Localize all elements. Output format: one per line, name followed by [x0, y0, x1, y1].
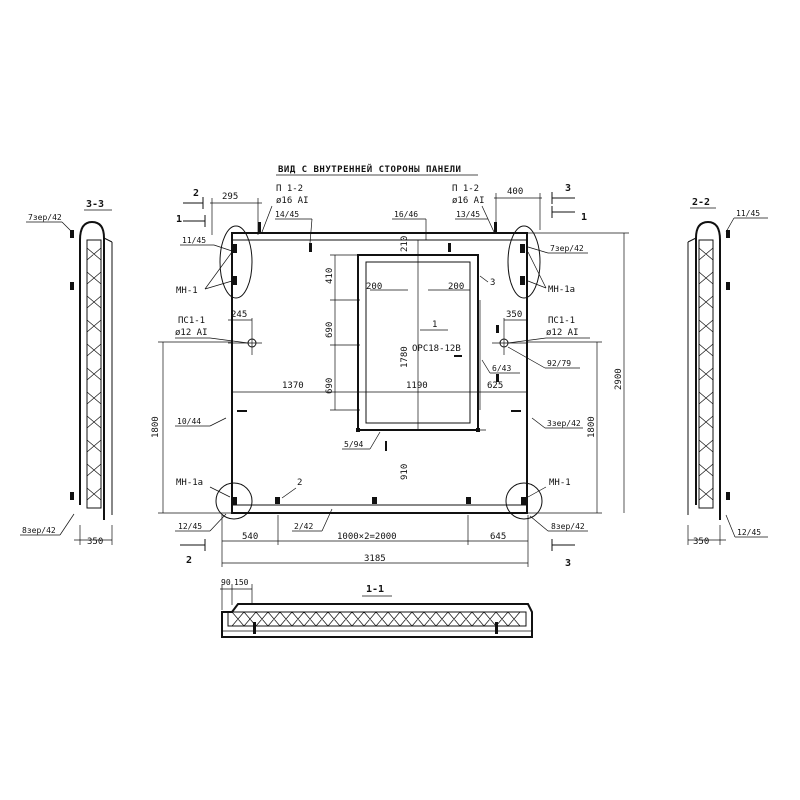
- svg-text:90: 90: [221, 578, 231, 587]
- svg-text:МН-1: МН-1: [176, 286, 198, 296]
- cut-marker-2-bottom: 2: [180, 539, 206, 566]
- svg-text:210: 210: [400, 236, 410, 252]
- svg-text:2-2: 2-2: [692, 197, 710, 208]
- svg-text:690: 690: [325, 378, 335, 394]
- svg-text:92/79: 92/79: [547, 359, 571, 368]
- svg-text:ПС1-1: ПС1-1: [178, 316, 205, 326]
- svg-text:12/45: 12/45: [737, 528, 761, 537]
- svg-text:11/45: 11/45: [736, 209, 760, 218]
- svg-text:П 1-2: П 1-2: [276, 184, 303, 194]
- svg-text:200: 200: [448, 282, 464, 292]
- svg-text:1370: 1370: [282, 381, 304, 391]
- svg-text:350: 350: [693, 537, 709, 547]
- svg-text:14/45: 14/45: [275, 210, 299, 219]
- cut-marker-1-right: 1: [551, 206, 587, 223]
- svg-text:295: 295: [222, 192, 238, 202]
- svg-text:10/44: 10/44: [177, 417, 201, 426]
- svg-text:1: 1: [432, 320, 437, 330]
- section-1-1: 1-1 90 150: [220, 578, 533, 638]
- svg-text:3185: 3185: [364, 554, 386, 564]
- svg-text:11/45: 11/45: [182, 236, 206, 245]
- svg-text:ø12 AI: ø12 AI: [175, 328, 208, 338]
- svg-text:2: 2: [297, 478, 302, 488]
- svg-text:2900: 2900: [614, 368, 624, 390]
- svg-text:690: 690: [325, 322, 335, 338]
- svg-text:8зер/42: 8зер/42: [551, 522, 585, 531]
- drawing-title: ВИД С ВНУТРЕННЕЙ СТОРОНЫ ПАНЕЛИ: [278, 163, 461, 175]
- svg-text:8зер/42: 8зер/42: [22, 526, 56, 535]
- svg-text:1: 1: [581, 212, 587, 223]
- svg-text:ø16 AI: ø16 AI: [452, 196, 485, 206]
- corner-circle-bottom-right: [505, 482, 543, 520]
- svg-text:1-1: 1-1: [366, 584, 384, 595]
- svg-text:П 1-2: П 1-2: [452, 184, 479, 194]
- svg-text:ПС1-1: ПС1-1: [548, 316, 575, 326]
- svg-text:1190: 1190: [406, 381, 428, 391]
- svg-text:1000×2=2000: 1000×2=2000: [337, 532, 397, 542]
- svg-text:350: 350: [506, 310, 522, 320]
- cut-marker-3-bottom: 3: [551, 539, 575, 569]
- svg-text:910: 910: [400, 464, 410, 480]
- svg-text:ø12 AI: ø12 AI: [546, 328, 579, 338]
- svg-text:12/45: 12/45: [178, 522, 202, 531]
- svg-text:МН-1а: МН-1а: [176, 478, 203, 488]
- cut-marker-1-left: 1: [176, 214, 206, 227]
- corner-loop-top-right: [507, 225, 541, 299]
- cut-marker-3-top: 3: [551, 183, 575, 204]
- svg-text:3-3: 3-3: [86, 199, 104, 210]
- svg-text:2: 2: [186, 555, 192, 566]
- svg-text:2: 2: [193, 188, 199, 199]
- svg-text:5/94: 5/94: [344, 440, 363, 449]
- svg-text:1800: 1800: [587, 416, 597, 438]
- section-2-2: 2-2 11/45 12/45 350: [687, 197, 768, 547]
- svg-text:ø16 AI: ø16 AI: [276, 196, 309, 206]
- svg-text:7зер/42: 7зер/42: [550, 244, 584, 253]
- svg-text:400: 400: [507, 187, 523, 197]
- section-3-3: 3-3 7зер/42 8зер/42 350: [20, 199, 113, 547]
- svg-text:МН-1а: МН-1а: [548, 285, 575, 295]
- svg-text:2/42: 2/42: [294, 522, 313, 531]
- svg-text:410: 410: [325, 268, 335, 284]
- svg-text:1: 1: [176, 214, 182, 225]
- svg-text:ОРС18-12В: ОРС18-12В: [412, 344, 461, 354]
- svg-text:200: 200: [366, 282, 382, 292]
- svg-text:13/45: 13/45: [456, 210, 480, 219]
- svg-text:3: 3: [565, 183, 571, 194]
- svg-text:540: 540: [242, 532, 258, 542]
- embedded-plates: [231, 222, 527, 505]
- panel-outline: [231, 232, 528, 514]
- svg-text:МН-1: МН-1: [549, 478, 571, 488]
- svg-text:3зер/42: 3зер/42: [547, 419, 581, 428]
- svg-text:645: 645: [490, 532, 506, 542]
- svg-text:350: 350: [87, 537, 103, 547]
- cut-marker-2-top: 2: [183, 188, 204, 209]
- corner-circle-bottom-left: [215, 482, 253, 520]
- corner-loop-top-left: [219, 225, 253, 299]
- svg-text:3: 3: [490, 278, 495, 288]
- svg-text:6/43: 6/43: [492, 364, 511, 373]
- svg-text:1800: 1800: [151, 416, 161, 438]
- svg-text:625: 625: [487, 381, 503, 391]
- svg-text:1780: 1780: [400, 346, 410, 368]
- svg-text:245: 245: [231, 310, 247, 320]
- svg-text:3: 3: [565, 558, 571, 569]
- svg-text:16/46: 16/46: [394, 210, 418, 219]
- svg-text:7зер/42: 7зер/42: [28, 213, 62, 222]
- svg-text:150: 150: [234, 578, 249, 587]
